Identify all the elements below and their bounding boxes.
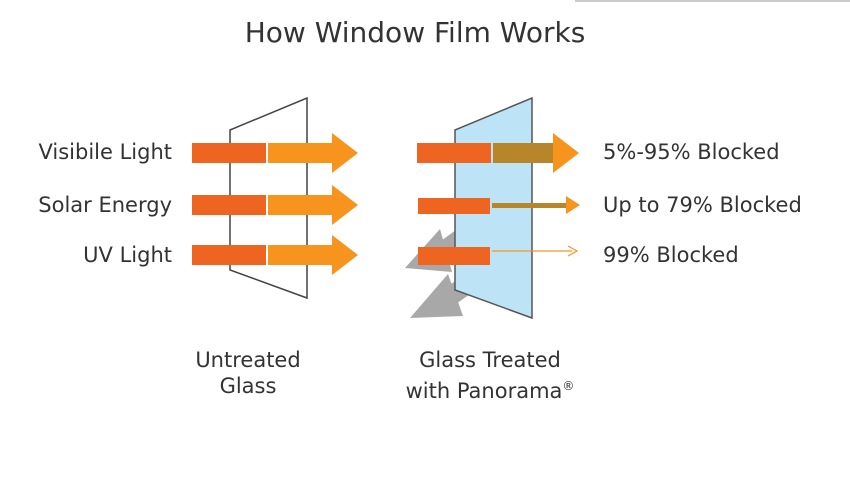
row-label-solar-energy: Solar Energy [38,193,172,217]
result-label-uv-light: 99% Blocked [603,243,739,267]
visible-light-arrow-untreated [192,133,358,173]
untreated-glass-pane [229,96,308,300]
solar-energy-arrow-treated [418,196,580,214]
result-label-solar-energy: Up to 79% Blocked [603,193,802,217]
treated-caption-line2-wrap: with Panorama® [392,373,588,404]
visible-light-arrow-treated [417,133,579,173]
uv-light-arrow-treated [418,245,579,265]
uv-light-arrow-untreated [192,235,358,275]
treated-glass-caption: Glass Treated with Panorama® [392,347,588,404]
treated-caption-line1: Glass Treated [419,348,561,372]
corner-divider [575,0,850,2]
row-label-uv-light: UV Light [83,243,172,267]
solar-energy-arrow-untreated [192,185,358,225]
registered-mark: ® [562,379,575,393]
treated-caption-line2: with Panorama [405,379,563,403]
untreated-caption-line2: Glass [219,374,277,398]
result-label-visible-light: 5%-95% Blocked [603,140,780,164]
untreated-caption-line1: Untreated [195,348,301,372]
row-label-visible-light: Visibile Light [38,140,172,164]
untreated-glass-caption: Untreated Glass [187,347,309,399]
diagram-title: How Window Film Works [244,16,586,49]
